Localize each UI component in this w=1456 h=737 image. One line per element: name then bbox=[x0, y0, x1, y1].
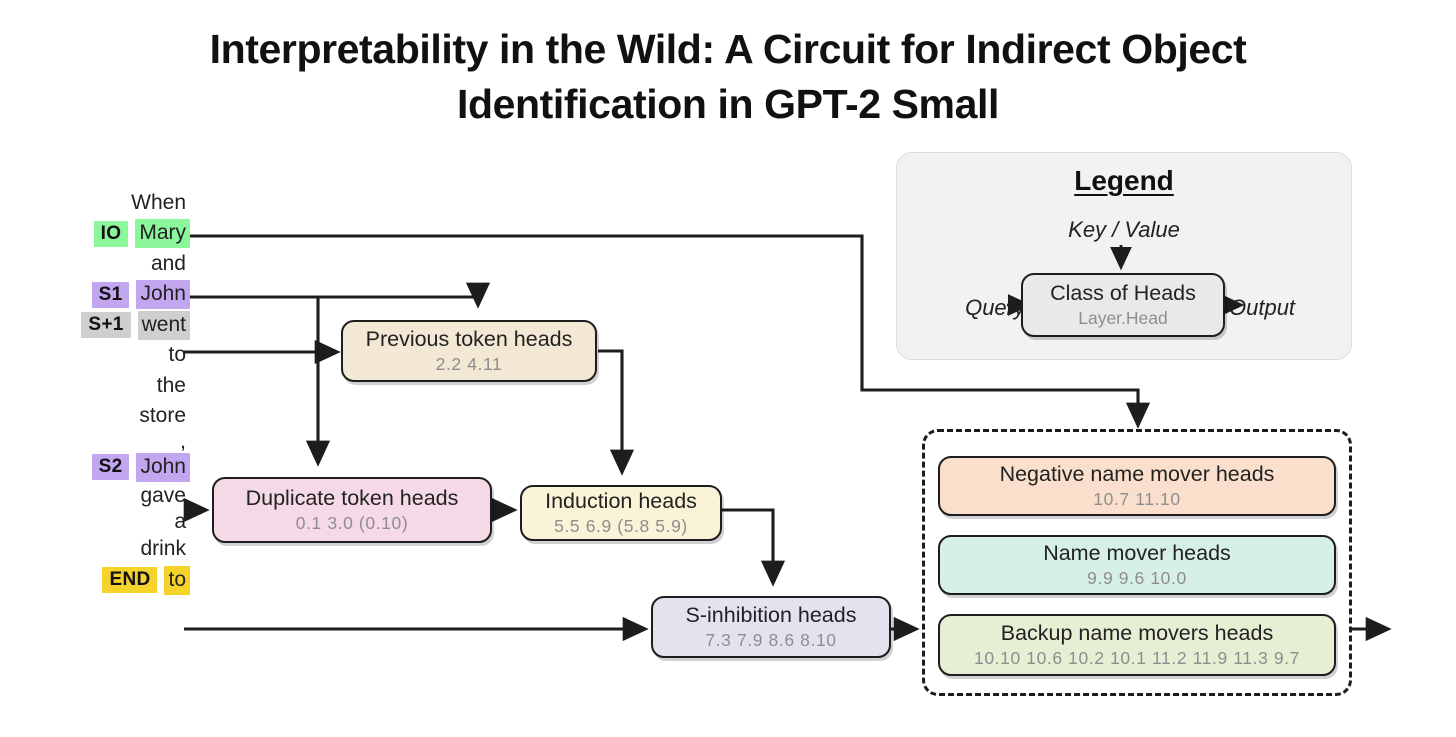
node-duplicate-token-heads[interactable]: Duplicate token heads 0.1 3.0 (0.10) bbox=[212, 477, 492, 543]
token-row: drink bbox=[40, 535, 190, 566]
token-word: drink bbox=[140, 537, 186, 561]
wire-io-to-name-movers bbox=[184, 234, 1151, 429]
token-row: IO Mary bbox=[40, 219, 190, 250]
token-row: and bbox=[40, 249, 190, 280]
node-previous-token-heads[interactable]: Previous token heads 2.2 4.11 bbox=[341, 320, 597, 382]
token-tag bbox=[143, 352, 157, 359]
token-row: a bbox=[40, 511, 190, 535]
token-tag bbox=[149, 519, 163, 526]
token-word: to bbox=[168, 343, 186, 367]
token-tag bbox=[106, 200, 120, 207]
token-row: gave bbox=[40, 483, 190, 511]
node-heads: 7.3 7.9 8.6 8.10 bbox=[705, 630, 837, 651]
token-word: , bbox=[180, 429, 186, 453]
token-tag-splus1: S+1 bbox=[81, 312, 131, 339]
legend-panel: Legend Key / Value Query Output Class of… bbox=[896, 152, 1352, 360]
node-induction-heads[interactable]: Induction heads 5.5 6.9 (5.8 5.9) bbox=[520, 485, 722, 541]
node-name-mover-heads[interactable]: Name mover heads 9.9 9.6 10.0 bbox=[938, 535, 1336, 595]
token-word: and bbox=[150, 251, 186, 275]
token-row: END to bbox=[40, 565, 190, 596]
token-word: to bbox=[164, 565, 190, 595]
node-label: Previous token heads bbox=[365, 326, 573, 351]
legend-node-class-of-heads: Class of Heads Layer.Head bbox=[1021, 273, 1225, 337]
token-tag bbox=[155, 439, 169, 446]
token-word: John bbox=[136, 280, 190, 310]
node-label: Induction heads bbox=[545, 488, 697, 513]
token-tag bbox=[115, 546, 129, 553]
wire-previous-token-to-induction bbox=[598, 349, 635, 476]
token-word: Mary bbox=[135, 219, 190, 249]
wire-s1-to-previous-token bbox=[184, 282, 491, 309]
node-label: Duplicate token heads bbox=[245, 485, 459, 510]
token-row: S1 John bbox=[40, 280, 190, 311]
token-tag-s2: S2 bbox=[91, 454, 130, 481]
legend-node-label: Class of Heads bbox=[1050, 281, 1196, 306]
node-label: S-inhibition heads bbox=[685, 602, 857, 627]
token-tag bbox=[114, 413, 128, 420]
token-row: to bbox=[40, 341, 190, 372]
legend-title: Legend bbox=[1074, 165, 1174, 196]
node-heads: 0.1 3.0 (0.10) bbox=[295, 513, 409, 534]
name-mover-group bbox=[922, 429, 1352, 696]
token-word: the bbox=[156, 373, 186, 397]
token-word: When bbox=[131, 190, 186, 214]
node-label: Negative name mover heads bbox=[999, 461, 1275, 486]
token-word: a bbox=[174, 510, 186, 533]
node-label: Backup name movers heads bbox=[1000, 620, 1274, 645]
token-word: gave bbox=[140, 484, 186, 507]
node-heads: 9.9 9.6 10.0 bbox=[1087, 568, 1187, 589]
node-heads: 10.7 11.10 bbox=[1093, 489, 1181, 510]
prompt-token-column: When IO Mary and S1 John S+1 went to the… bbox=[40, 188, 190, 596]
token-row: S+1 went bbox=[40, 310, 190, 341]
wire-induction-to-s-inhibition bbox=[722, 508, 786, 587]
token-tag-end: END bbox=[102, 567, 158, 594]
legend-key-value-label: Key / Value bbox=[1068, 217, 1180, 242]
node-label: Name mover heads bbox=[1043, 540, 1231, 565]
token-tag bbox=[126, 261, 140, 268]
node-heads: 2.2 4.11 bbox=[435, 354, 503, 375]
token-tag bbox=[132, 383, 146, 390]
token-tag-s1: S1 bbox=[91, 281, 130, 308]
token-row: When bbox=[40, 188, 190, 219]
node-heads: 10.10 10.6 10.2 10.1 11.2 11.9 11.3 9.7 bbox=[973, 648, 1301, 669]
node-s-inhibition-heads[interactable]: S-inhibition heads 7.3 7.9 8.6 8.10 bbox=[651, 596, 891, 658]
page-title-line-1: Interpretability in the Wild: A Circuit … bbox=[209, 26, 1247, 72]
token-row: the bbox=[40, 371, 190, 402]
token-tag bbox=[115, 493, 129, 500]
token-word: went bbox=[137, 310, 190, 340]
token-row: store bbox=[40, 402, 190, 433]
token-word: store bbox=[139, 404, 186, 428]
node-negative-name-mover-heads[interactable]: Negative name mover heads 10.7 11.10 bbox=[938, 456, 1336, 516]
page-title-line-2: Identification in GPT-2 Small bbox=[457, 81, 999, 128]
token-tag-io: IO bbox=[93, 220, 129, 247]
legend-node-sublabel: Layer.Head bbox=[1078, 307, 1168, 328]
token-row: S2 John bbox=[40, 452, 190, 483]
token-word: John bbox=[136, 452, 190, 482]
node-backup-name-movers-heads[interactable]: Backup name movers heads 10.10 10.6 10.2… bbox=[938, 614, 1336, 676]
page-title: Interpretability in the Wild: A Circuit … bbox=[128, 22, 1328, 133]
token-row: , bbox=[40, 431, 190, 452]
node-heads: 5.5 6.9 (5.8 5.9) bbox=[554, 516, 688, 537]
